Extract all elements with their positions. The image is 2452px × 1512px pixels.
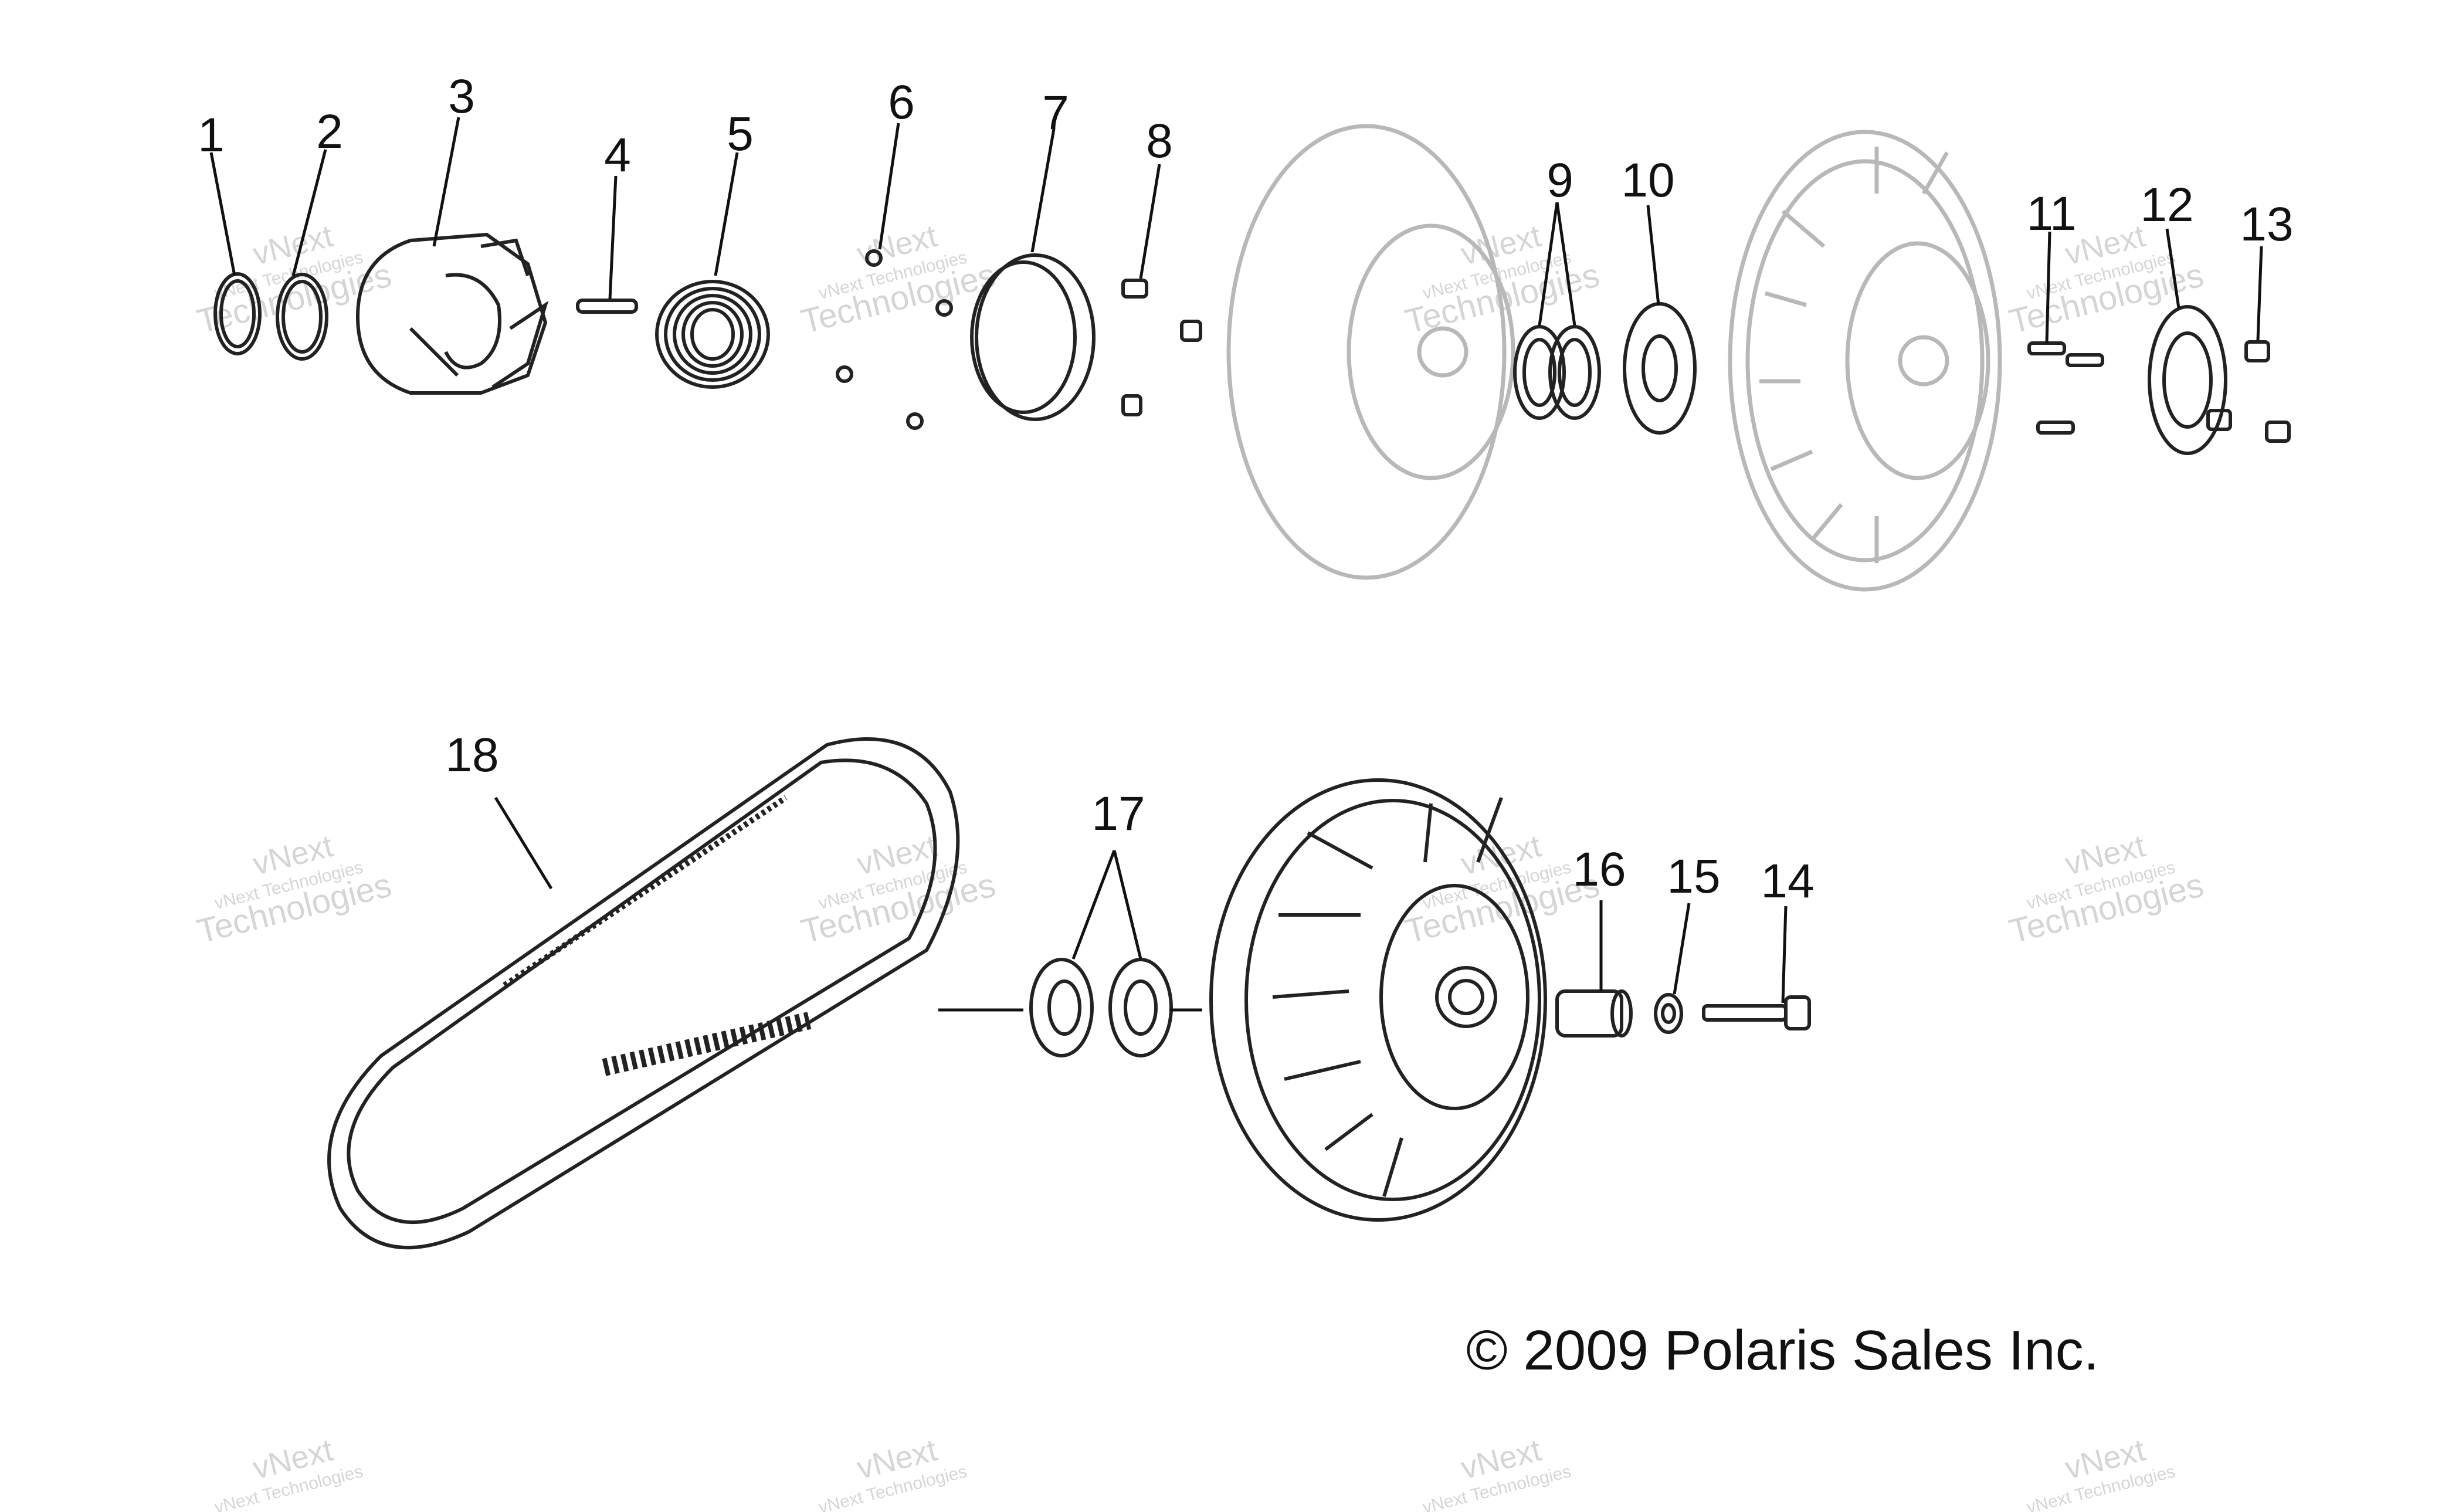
part-13-bolts: [2206, 340, 2291, 443]
watermark: vNext vNext Technologies Technologies: [194, 218, 395, 341]
moveable-sheave: [1226, 124, 1515, 580]
part-2-ring: [276, 273, 328, 361]
watermark: vNext vNext Technologies: [213, 1432, 365, 1512]
callout-11: 11: [2026, 187, 2076, 240]
callout-15: 15: [1667, 850, 1720, 903]
callout-5: 5: [727, 107, 754, 161]
part-14-bolt: [1702, 995, 1811, 1030]
part-1-snap-ring: [213, 272, 262, 355]
watermark: vNext vNext Technologies Technologies: [1402, 828, 1603, 951]
callouts: 1 2 3 4 5 6 7 8 9 10 11 12 13 14 15 16 1…: [198, 70, 2293, 908]
watermark: vNext vNext Technologies Technologies: [2006, 828, 2207, 951]
callout-3: 3: [448, 70, 475, 123]
watermark: vNext vNext Technologies: [817, 1432, 969, 1512]
part-12-cover: [2148, 305, 2227, 455]
callout-14: 14: [1761, 855, 1814, 908]
watermark: vNext vNext Technologies: [1421, 1432, 1573, 1512]
callout-2: 2: [316, 105, 343, 158]
callout-10: 10: [1621, 154, 1674, 207]
part-9-washers: [1513, 325, 1601, 420]
callout-12: 12: [2140, 178, 2193, 232]
part-6-fasteners: [836, 249, 953, 430]
part-15-washer: [1654, 993, 1683, 1034]
part-8-bolts: [1121, 279, 1202, 416]
copyright-notice: © 2009 Polaris Sales Inc.: [1466, 1319, 2099, 1382]
driven-clutch: [1209, 778, 1547, 1222]
leader-lines: [209, 117, 2263, 1004]
part-18-belt: [327, 737, 960, 1250]
watermark: vNext vNext Technologies Technologies: [798, 828, 999, 951]
callout-13: 13: [2240, 198, 2293, 251]
callout-9: 9: [1547, 154, 1573, 207]
part-16-spacer: [1555, 989, 1633, 1038]
callout-1: 1: [198, 109, 225, 162]
part-17-washers: [938, 958, 1202, 1057]
watermark: vNext vNext Technologies: [2025, 1432, 2178, 1512]
callout-16: 16: [1572, 843, 1626, 896]
part-4-pin: [576, 299, 638, 314]
watermark: vNext vNext Technologies Technologies: [194, 828, 395, 951]
part-10-washer: [1623, 302, 1697, 435]
callout-7: 7: [1042, 86, 1069, 140]
part-11-screws: [2027, 341, 2104, 435]
callout-6: 6: [888, 76, 915, 129]
callout-17: 17: [1091, 787, 1145, 840]
callout-4: 4: [604, 128, 631, 182]
callout-18: 18: [445, 728, 498, 782]
part-3-spider: [355, 232, 549, 395]
watermarks: vNext vNext Technologies Technologies vN…: [194, 218, 2207, 1512]
part-5-spring: [655, 280, 770, 389]
callout-8: 8: [1146, 114, 1173, 168]
part-7-band: [970, 253, 1096, 421]
fixed-sheave: [1728, 130, 2002, 592]
watermark: vNext vNext Technologies Technologies: [798, 218, 999, 341]
